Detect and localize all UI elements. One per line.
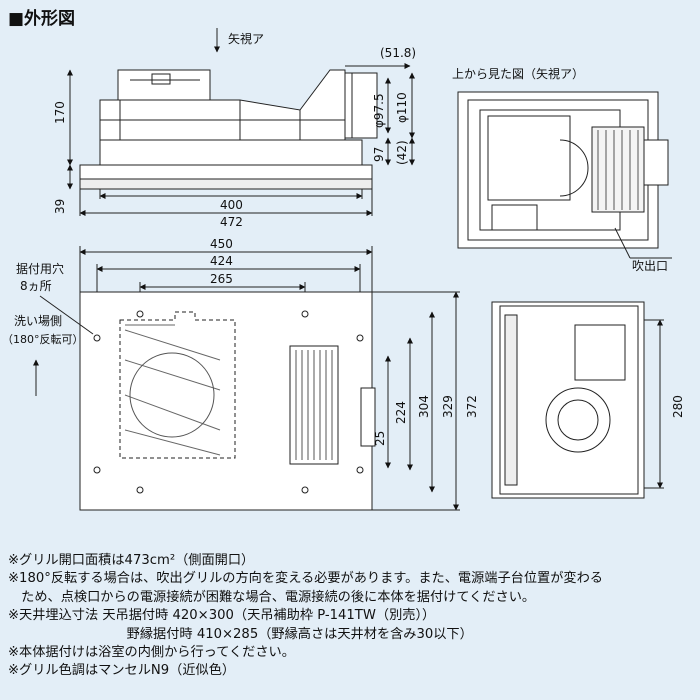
mount-holes-count: 8ヵ所 xyxy=(20,279,52,293)
dim-304: 304 xyxy=(417,395,431,418)
dim-97: 97 xyxy=(372,147,386,162)
top-view-title: 上から見た図（矢視ア） xyxy=(452,66,584,81)
dim-51-8: (51.8) xyxy=(380,46,416,60)
dim-42: (42) xyxy=(395,140,409,165)
dim-phi-110: φ110 xyxy=(395,92,409,123)
dim-265: 265 xyxy=(210,272,233,286)
dim-280: 280 xyxy=(671,395,685,418)
outlet-label: 吹出口 xyxy=(632,259,668,273)
rotate-note: （180°反転可） xyxy=(2,333,84,346)
mount-holes-label: 据付用穴 xyxy=(16,261,64,276)
dim-224: 224 xyxy=(394,401,408,424)
dim-400: 400 xyxy=(220,198,243,212)
dim-170: 170 xyxy=(53,101,67,124)
dim-39: 39 xyxy=(53,199,67,214)
note-line: ※天井埋込寸法 天吊据付時 420×300（天吊補助枠 P-141TW（別売）） xyxy=(8,608,436,624)
view-arrow-label: 矢視ア xyxy=(228,31,264,46)
dim-phi-97-5: φ97.5 xyxy=(372,93,386,128)
notes: ※グリル開口面積は473cm²（側面開口） ※180°反転する場合は、吹出グリル… xyxy=(8,552,698,681)
plan-view xyxy=(33,246,664,511)
note-line: 野縁据付時 410×285（野縁高さは天井材を含み30以下） xyxy=(8,626,473,642)
dim-329: 329 xyxy=(441,395,455,418)
wash-side-label: 洗い場側 xyxy=(14,314,62,328)
note-line: ※グリル色調はマンセルN9（近似色） xyxy=(8,663,236,679)
note-line: ※グリル開口面積は473cm²（側面開口） xyxy=(8,553,255,568)
dim-372: 372 xyxy=(465,395,479,418)
note-line: ※本体据付けは浴室の内側から行ってください。 xyxy=(8,645,295,661)
note-line: ため、点検口からの電源接続が困難な場合、電源接続の後に本体を据付けてください。 xyxy=(8,589,536,605)
dim-25: 25 xyxy=(373,431,387,446)
top-view xyxy=(457,91,672,259)
note-line: ※180°反転する場合は、吹出グリルの方向を変える必要があります。また、電源端子… xyxy=(8,571,603,587)
dim-424: 424 xyxy=(210,254,233,268)
dim-450: 450 xyxy=(210,237,233,251)
front-view xyxy=(67,28,415,216)
section-title: ■外形図 xyxy=(8,9,76,29)
dim-472: 472 xyxy=(220,215,243,229)
